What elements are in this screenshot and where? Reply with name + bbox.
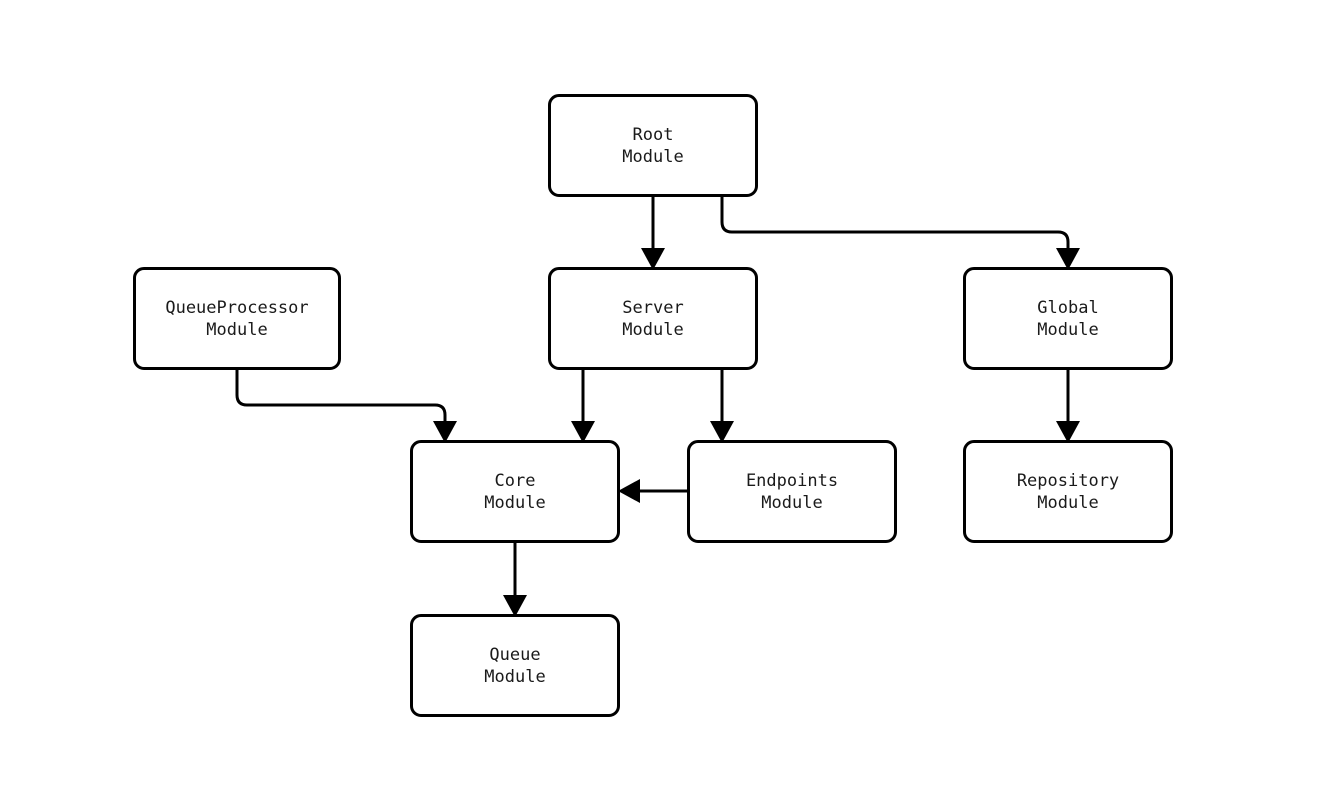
edge-server-to-core: [571, 370, 595, 443]
node-global-module-line2: Module: [1037, 319, 1099, 340]
edge-root-to-global: [720, 197, 1080, 270]
edge-global-to-repository: [1056, 370, 1080, 443]
node-repository-module-line1: Repository: [1016, 470, 1120, 491]
node-global-module[interactable]: Global Module: [963, 267, 1173, 370]
edge-queueprocessor-to-core: [235, 370, 457, 443]
node-repository-module-line2: Module: [1037, 492, 1099, 513]
node-root-module-line2: Module: [622, 146, 684, 167]
node-repository-module[interactable]: Repository Module: [963, 440, 1173, 543]
node-global-module-line1: Global: [1037, 297, 1099, 318]
node-server-module-line2: Module: [622, 319, 684, 340]
node-core-module-line2: Module: [484, 492, 546, 513]
node-endpoints-module-line1: Endpoints: [745, 470, 839, 491]
node-endpoints-module[interactable]: Endpoints Module: [687, 440, 897, 543]
node-server-module[interactable]: Server Module: [548, 267, 758, 370]
node-queueprocessor-module[interactable]: QueueProcessor Module: [133, 267, 341, 370]
edge-endpoints-to-core: [618, 479, 689, 503]
node-queue-module[interactable]: Queue Module: [410, 614, 620, 717]
node-queue-module-line1: Queue: [489, 644, 541, 665]
node-endpoints-module-line2: Module: [761, 492, 823, 513]
node-root-module-line1: Root: [632, 124, 674, 145]
edge-server-to-endpoints: [710, 370, 734, 443]
edge-core-to-queue: [503, 543, 527, 617]
node-queue-module-line2: Module: [484, 666, 546, 687]
node-queueprocessor-module-line2: Module: [206, 319, 268, 340]
node-queueprocessor-module-line1: QueueProcessor: [165, 297, 309, 318]
node-root-module[interactable]: Root Module: [548, 94, 758, 197]
node-core-module[interactable]: Core Module: [410, 440, 620, 543]
edge-root-to-server: [641, 197, 665, 270]
node-server-module-line1: Server: [622, 297, 684, 318]
node-core-module-line1: Core: [494, 470, 536, 491]
